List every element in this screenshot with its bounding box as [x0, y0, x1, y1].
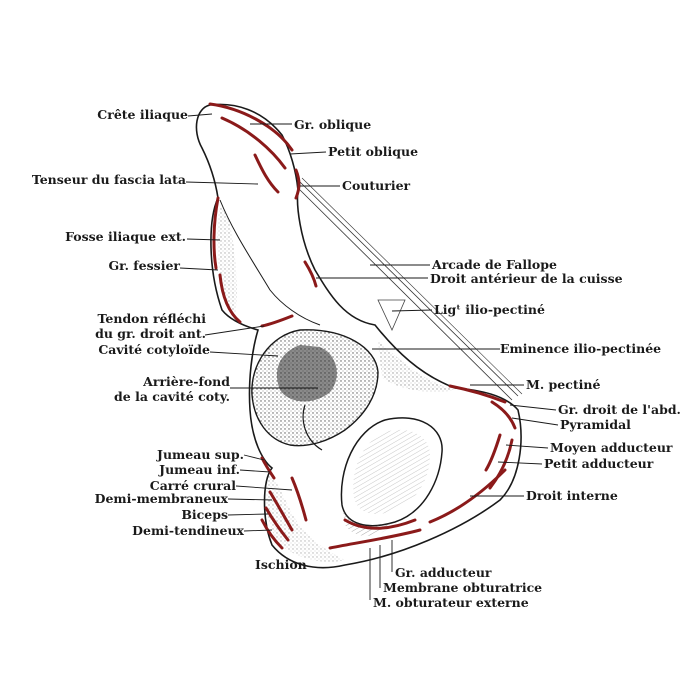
- label-petit-adducteur: Petit adducteur: [544, 456, 654, 471]
- label-ischion: Ischion: [255, 557, 307, 572]
- insertion-droit-anterieur: [303, 260, 318, 288]
- inguinal-ligament-line-b: [299, 181, 519, 397]
- label-arcade-fallope: Arcade de Fallope: [432, 257, 557, 272]
- label-droit-interne: Droit interne: [526, 488, 618, 503]
- label-tenseur-fascia-lata: Tenseur du fascia lata: [31, 172, 186, 187]
- label-petit-oblique: Petit oblique: [328, 144, 419, 159]
- label-demi-tendineux: Demi-tendineux: [132, 523, 244, 538]
- label-carre-crural: Carré crural: [149, 478, 236, 493]
- inguinal-ligament-line-a: [297, 187, 513, 401]
- iliopectineal-shade: [378, 340, 455, 392]
- label-eminence-ilio-pectinee: Eminence ilio-pectinée: [500, 341, 662, 356]
- insertion-fosse-iliaque: [212, 196, 220, 270]
- label-crete-iliaque: Crête iliaque: [97, 107, 188, 122]
- label-m-pectine: M. pectiné: [526, 377, 601, 392]
- label-membrane-obturatrice: Membrane obturatrice: [383, 580, 543, 595]
- label-gr-oblique: Gr. oblique: [294, 117, 372, 132]
- insertion-carre-crural: [290, 476, 308, 522]
- label-lig-ilio-pectine: Ligᵗ ilio-pectiné: [434, 302, 545, 317]
- iliopectineal-ligament: [377, 299, 406, 331]
- label-gr-droit-abd: Gr. droit de l'abd.: [558, 402, 681, 417]
- label-tendon-reflechi-2: du gr. droit ant.: [95, 326, 206, 341]
- obturator-membrane: [353, 429, 430, 514]
- insertion-demi-membraneux: [268, 490, 294, 532]
- label-jumeau-sup: Jumeau sup.: [157, 447, 244, 462]
- label-cavite-cotyloide: Cavité cotyloïde: [98, 342, 210, 357]
- acetabular-fossa: [276, 345, 337, 402]
- insertion-obturateur: [343, 518, 417, 530]
- insertion-petit-oblique: [220, 116, 287, 170]
- inguinal-ligament-line-c: [301, 177, 523, 395]
- insertion-moyen-adducteur: [484, 433, 502, 472]
- label-arriere-fond-2: de la cavité coty.: [114, 389, 230, 404]
- insertion-gr-oblique: [208, 102, 294, 152]
- label-arriere-fond-1: Arrière-fond: [143, 374, 230, 389]
- insertion-gr-adducteur: [328, 528, 422, 550]
- insertion-gr-fessier: [218, 273, 242, 324]
- insertion-couturier: [294, 168, 301, 200]
- label-moyen-adducteur: Moyen adducteur: [550, 440, 673, 455]
- iliac-fossa-shade: [217, 205, 237, 318]
- acetabular-notch: [302, 404, 323, 451]
- leader-lines: [179, 113, 559, 600]
- label-jumeau-inf: Jumeau inf.: [159, 462, 240, 477]
- insertion-m-pectine: [448, 384, 507, 404]
- label-demi-membraneux: Demi-membraneux: [94, 491, 228, 506]
- insertion-biceps: [264, 506, 290, 542]
- label-m-obturateur-externe: M. obturateur externe: [373, 595, 529, 610]
- label-fosse-iliaque-ext: Fosse iliaque ext.: [65, 229, 186, 244]
- insertion-tendon-reflechi: [260, 314, 294, 328]
- insertion-droit-interne: [428, 468, 507, 524]
- insertion-tenseur: [253, 153, 280, 194]
- insertion-gr-droit-abd: [490, 400, 517, 430]
- label-gr-fessier: Gr. fessier: [108, 258, 180, 273]
- label-biceps: Biceps: [181, 507, 228, 522]
- label-gr-adducteur: Gr. adducteur: [395, 565, 492, 580]
- iliac-wing-contour: [219, 199, 321, 326]
- label-droit-anterieur: Droit antérieur de la cuisse: [430, 271, 623, 286]
- label-couturier: Couturier: [342, 178, 411, 193]
- label-tendon-reflechi-1: Tendon réfléchi: [97, 311, 206, 326]
- label-pyramidal: Pyramidal: [560, 417, 631, 432]
- muscle-insertions: [208, 102, 517, 550]
- insertion-demi-tendineux: [260, 518, 284, 550]
- insertion-petit-adducteur: [488, 438, 514, 490]
